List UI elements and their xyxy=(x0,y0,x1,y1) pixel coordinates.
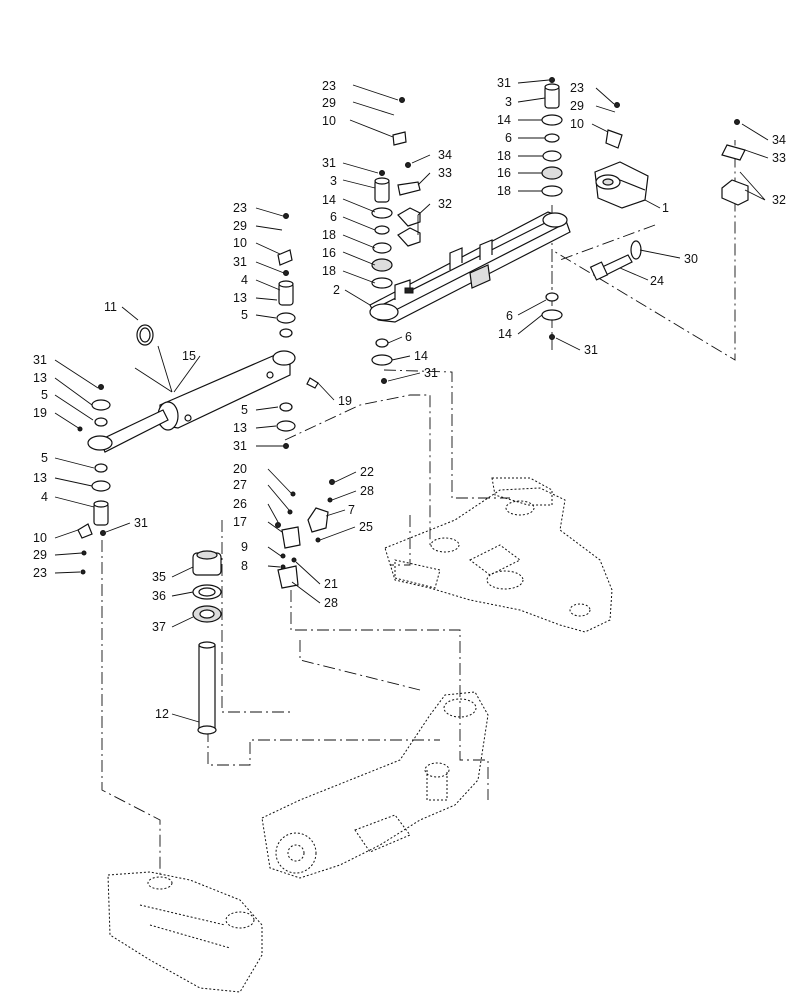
callout-20: 20 xyxy=(233,462,247,476)
callout-5: 5 xyxy=(241,403,248,417)
callout-23: 23 xyxy=(233,201,247,215)
callout-2: 2 xyxy=(333,283,340,297)
callout-6: 6 xyxy=(330,210,337,224)
callout-14: 14 xyxy=(498,327,512,341)
callout-21: 21 xyxy=(324,577,338,591)
callout-1: 1 xyxy=(662,201,669,215)
callout-14: 14 xyxy=(497,113,511,127)
callout-14: 14 xyxy=(414,349,428,363)
callout-10: 10 xyxy=(322,114,336,128)
steering-arm-part-1 xyxy=(594,161,649,209)
callout-10: 10 xyxy=(570,117,584,131)
callout-13: 13 xyxy=(233,291,247,305)
callout-3: 3 xyxy=(330,174,337,188)
swing-arm-ghost xyxy=(261,691,489,879)
callout-16: 16 xyxy=(322,246,336,260)
axle-carrier-ghost xyxy=(384,477,613,633)
callout-17: 17 xyxy=(233,515,247,529)
right-upper-stack xyxy=(541,77,749,340)
steering-cylinder-part-15 xyxy=(87,350,319,453)
callout-11: 11 xyxy=(104,300,117,314)
callout-18: 18 xyxy=(322,264,336,278)
callout-29: 29 xyxy=(33,548,47,562)
callout-28: 28 xyxy=(360,484,374,498)
callout-5: 5 xyxy=(41,388,48,402)
callout-19: 19 xyxy=(338,394,352,408)
callout-27: 27 xyxy=(233,478,247,492)
callout-18: 18 xyxy=(322,228,336,242)
callout-28: 28 xyxy=(324,596,338,610)
callout-10: 10 xyxy=(233,236,247,250)
callout-13: 13 xyxy=(233,421,247,435)
callout-36: 36 xyxy=(152,589,166,603)
callout-10: 10 xyxy=(33,531,47,545)
bolt-24-washer-30 xyxy=(589,240,642,281)
callout-31: 31 xyxy=(497,76,511,90)
bracket-group xyxy=(275,479,335,589)
callout-7: 7 xyxy=(348,503,355,517)
callout-6: 6 xyxy=(405,330,412,344)
callout-16: 16 xyxy=(497,166,511,180)
callout-29: 29 xyxy=(233,219,247,233)
cylinder-base-parts xyxy=(276,213,296,449)
callout-9: 9 xyxy=(241,540,248,554)
leader-lines xyxy=(54,79,769,723)
callout-34: 34 xyxy=(438,148,452,162)
callout-31: 31 xyxy=(424,366,438,380)
callout-13: 13 xyxy=(33,371,47,385)
callout-14: 14 xyxy=(322,193,336,207)
callout-31: 31 xyxy=(322,156,336,170)
callout-5: 5 xyxy=(41,451,48,465)
callout-24: 24 xyxy=(650,274,664,288)
callout-30: 30 xyxy=(684,252,698,266)
callout-5: 5 xyxy=(241,308,248,322)
callout-35: 35 xyxy=(152,570,166,584)
callout-25: 25 xyxy=(359,520,373,534)
kingpin-group xyxy=(192,550,222,735)
callout-32: 32 xyxy=(772,193,786,207)
callout-12: 12 xyxy=(155,707,169,721)
callout-23: 23 xyxy=(322,79,336,93)
callout-33: 33 xyxy=(772,151,786,165)
callout-37: 37 xyxy=(152,620,166,634)
callout-29: 29 xyxy=(322,96,336,110)
callout-33: 33 xyxy=(438,166,452,180)
callout-32: 32 xyxy=(438,197,452,211)
drag-link-part-2 xyxy=(369,211,571,323)
callout-31: 31 xyxy=(33,353,47,367)
callout-6: 6 xyxy=(505,131,512,145)
callout-4: 4 xyxy=(41,490,48,504)
callout-31: 31 xyxy=(233,439,247,453)
callout-labels: 23 29 10 31 3 14 6 18 16 18 2 34 33 32 3… xyxy=(33,76,786,721)
callout-19: 19 xyxy=(33,406,47,420)
callout-31: 31 xyxy=(233,255,247,269)
callout-18: 18 xyxy=(497,149,511,163)
assembly-lines xyxy=(101,140,736,878)
callout-23: 23 xyxy=(570,81,584,95)
callout-15: 15 xyxy=(182,349,196,363)
callout-18: 18 xyxy=(497,184,511,198)
callout-13: 13 xyxy=(33,471,47,485)
frame-rail-ghost xyxy=(107,871,263,993)
callout-26: 26 xyxy=(233,497,247,511)
callout-34: 34 xyxy=(772,133,786,147)
mid-upper-stack xyxy=(371,97,421,384)
callout-4: 4 xyxy=(241,273,248,287)
callout-31: 31 xyxy=(134,516,148,530)
o-ring-part-11 xyxy=(134,324,173,393)
cylinder-rod-parts xyxy=(77,384,111,575)
callout-22: 22 xyxy=(360,465,374,479)
callout-6: 6 xyxy=(506,309,513,323)
callout-31: 31 xyxy=(584,343,598,357)
callout-29: 29 xyxy=(570,99,584,113)
callout-23: 23 xyxy=(33,566,47,580)
callout-8: 8 xyxy=(241,559,248,573)
callout-3: 3 xyxy=(505,95,512,109)
